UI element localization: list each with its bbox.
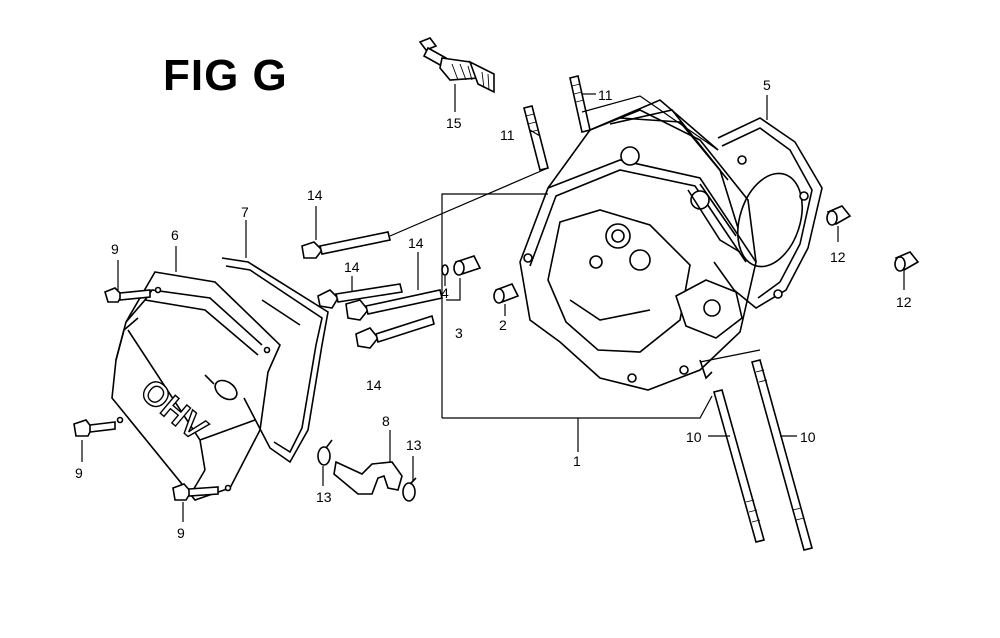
callout-9-top: 9 xyxy=(111,241,119,257)
spark-plug xyxy=(418,37,495,112)
stud-10-left xyxy=(713,389,765,543)
callout-14-middle: 14 xyxy=(344,259,360,275)
valve-cover: OHV xyxy=(111,271,281,501)
callout-11-right: 11 xyxy=(598,87,613,103)
callout-9-left: 9 xyxy=(75,465,83,481)
callout-12-lower: 12 xyxy=(896,294,912,310)
callout-3: 3 xyxy=(455,325,463,341)
callout-10-left: 10 xyxy=(686,429,702,445)
head-gasket xyxy=(713,117,823,309)
dowel-pin-2 xyxy=(493,282,520,304)
cap-12-lower xyxy=(894,251,920,272)
callout-14-top: 14 xyxy=(307,187,323,203)
bolt-14-mid xyxy=(345,289,443,321)
bolt-9-left xyxy=(73,419,116,437)
cylinder-head xyxy=(519,99,757,391)
callout-14-bottom: 14 xyxy=(366,377,382,393)
callout-labels: 1 2 3 4 5 6 7 8 9 9 9 10 10 11 11 12 12 … xyxy=(75,77,912,541)
stud-11-right xyxy=(569,75,591,133)
bolt-9-bottom xyxy=(172,483,219,501)
callout-5: 5 xyxy=(763,77,771,93)
stud-11-left xyxy=(523,105,549,171)
o-ring-4 xyxy=(441,264,449,276)
bolt-14-short xyxy=(317,283,403,309)
bolt-9-top xyxy=(104,287,151,303)
callout-11-left: 11 xyxy=(500,127,515,143)
callout-4: 4 xyxy=(441,285,449,301)
callout-1: 1 xyxy=(573,453,581,469)
dowel-pin-3 xyxy=(453,255,482,276)
bolt-14-long xyxy=(301,231,391,259)
callout-13-left: 13 xyxy=(316,489,332,505)
callout-10-right: 10 xyxy=(800,429,816,445)
assembly-brackets xyxy=(81,93,905,522)
cap-12-upper xyxy=(826,205,852,226)
stud-10-right xyxy=(751,359,813,551)
hose-clip-right xyxy=(402,477,417,502)
callout-13-right: 13 xyxy=(406,437,422,453)
callout-14-upper-right: 14 xyxy=(408,235,424,251)
callout-9-bottom: 9 xyxy=(177,525,185,541)
callout-8: 8 xyxy=(382,413,390,429)
callout-6: 6 xyxy=(171,227,179,243)
hose-clip-left xyxy=(317,439,333,466)
callout-15: 15 xyxy=(446,115,462,131)
callout-7: 7 xyxy=(241,204,249,220)
figure-title: FIG G xyxy=(163,51,288,100)
callout-12-upper: 12 xyxy=(830,249,846,265)
callout-2: 2 xyxy=(499,317,507,333)
breather-tube xyxy=(333,460,403,495)
bolt-14-low xyxy=(355,314,435,349)
cover-gasket xyxy=(221,257,329,464)
